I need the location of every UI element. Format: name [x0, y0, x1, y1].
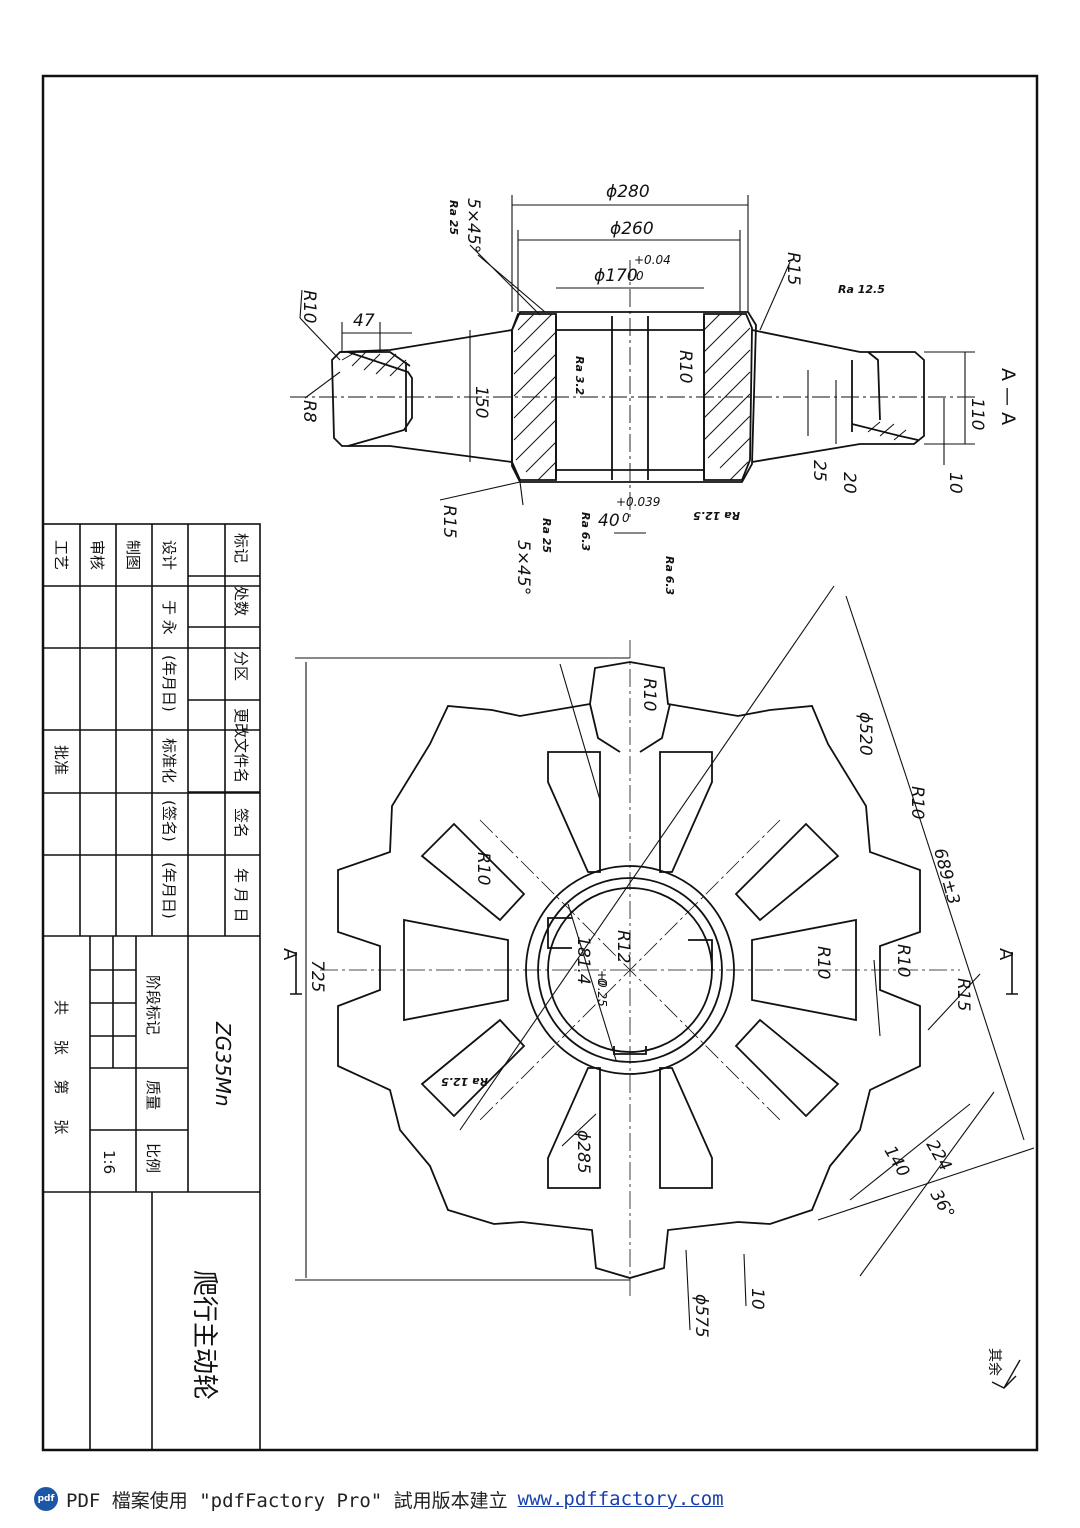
- dim-r10-out: R10: [893, 944, 913, 977]
- standardize-label: 标准化: [160, 738, 178, 783]
- design-label: 设计: [160, 540, 178, 570]
- dim-a36: 36°: [926, 1187, 958, 1223]
- dim-h150: 150: [471, 386, 491, 418]
- dim-ra63a: Ra 6.3: [579, 512, 592, 552]
- sign-date: (年月日): [160, 862, 178, 919]
- dim-d170-tol-up: +0.04: [634, 253, 671, 267]
- dim-ra63b: Ra 6.3: [663, 556, 676, 596]
- hdr-col-5: 年 月 日: [232, 868, 250, 923]
- surface-note: 其余: [986, 1348, 1003, 1376]
- hdr-col-0: 标记: [232, 533, 250, 563]
- material: ZG35Mn: [211, 1021, 235, 1107]
- dim-w224: 224: [922, 1137, 956, 1175]
- frame-border: [41, 74, 1039, 1452]
- dim-k181: 181.4: [573, 936, 593, 985]
- roughness-symbol-icon: [991, 1359, 1021, 1389]
- dim-ra125-bot: Ra 12.5: [693, 509, 740, 522]
- dim-h20: 20: [839, 472, 859, 494]
- section-dim-lines: [299, 195, 975, 534]
- dim-r10-pock: R10: [813, 946, 833, 979]
- dim-w40: 40: [598, 511, 620, 531]
- stage-mark-label: 阶段标记: [144, 975, 162, 1035]
- section-marker-left: A: [279, 948, 300, 961]
- dim-chamfer-top: 5×45°: [463, 198, 483, 253]
- dim-d575: ϕ575: [691, 1294, 711, 1338]
- designer-name: 于 永: [160, 600, 178, 635]
- dim-k181-tol-up: +0.25: [595, 970, 609, 1007]
- dim-d285: ϕ285: [573, 1130, 593, 1174]
- approve-label: 批准: [52, 745, 70, 775]
- hdr-col-3: 更改文件名: [232, 708, 250, 783]
- dim-h725: 725: [307, 960, 327, 992]
- dim-r10-rim: R10: [907, 786, 927, 819]
- dim-d689: 689±3: [929, 846, 963, 907]
- dim-h110: 110: [967, 398, 987, 430]
- dim-h10: 10: [945, 472, 965, 494]
- part-name: 爬行主动轮: [189, 1270, 219, 1400]
- dim-w40-tol-up: +0.039: [616, 495, 660, 509]
- front-dim-lines: [295, 585, 1035, 1331]
- dim-r12: R12: [613, 930, 633, 963]
- mass-label: 质量: [144, 1080, 162, 1110]
- dim-d520: ϕ520: [855, 712, 875, 756]
- dim-chamfer-bot: 5×45°: [513, 540, 533, 595]
- dim-k181-tol-low: 0: [595, 978, 609, 986]
- sign-label: (签名): [160, 800, 178, 842]
- title-block: [42, 523, 261, 1451]
- pdf-footer: pdf PDF 檔案使用 "pdfFactory Pro" 試用版本建立 www…: [34, 1484, 724, 1514]
- dim-ra25-top: Ra 25: [447, 200, 460, 235]
- role-process: 工艺: [52, 540, 70, 570]
- sheet-count: 共 张 第 张: [52, 1000, 70, 1144]
- dim-w47: 47: [353, 311, 375, 331]
- hdr-col-1: 处数: [232, 586, 250, 616]
- role-drawing: 制图: [124, 540, 142, 570]
- footer-link[interactable]: www.pdffactory.com: [517, 1488, 724, 1510]
- dim-ra125-top: Ra 12.5: [838, 283, 885, 296]
- dim-r10-mid: R10: [675, 350, 695, 383]
- section-label: A — A: [997, 368, 1019, 425]
- dim-r15-top: R15: [783, 252, 803, 285]
- dim-r15-bot: R15: [439, 505, 459, 538]
- hdr-col-4: 签名: [232, 808, 250, 838]
- section-hatch: [341, 313, 907, 481]
- dim-r10-left: R10: [299, 290, 319, 323]
- dim-h25: 25: [809, 460, 829, 482]
- front-centerlines: [320, 640, 960, 1300]
- dim-r15-out: R15: [953, 978, 973, 1011]
- role-review: 审核: [88, 540, 106, 570]
- dim-ra32: Ra 3.2: [573, 356, 586, 396]
- dim-d280: ϕ280: [606, 182, 650, 202]
- dim-d170: ϕ170: [594, 266, 638, 286]
- dim-d170-tol-low: 0: [636, 269, 644, 283]
- dim-ra125-hub: Ra 12.5: [441, 1075, 488, 1088]
- dim-w10: 10: [747, 1288, 767, 1310]
- scale-value: 1:6: [100, 1150, 118, 1174]
- hdr-col-2: 分区: [232, 651, 250, 681]
- dim-d260: ϕ260: [610, 219, 654, 239]
- pdf-logo-icon: pdf: [34, 1487, 58, 1511]
- dim-ra25-bot: Ra 25: [540, 518, 553, 553]
- dim-w140: 140: [880, 1143, 914, 1181]
- footer-text: PDF 檔案使用 "pdfFactory Pro" 試用版本建立: [66, 1489, 508, 1512]
- section-view: [290, 260, 975, 520]
- scale-label: 比例: [144, 1143, 162, 1173]
- dim-r10-top: R10: [639, 678, 659, 711]
- dim-w40-tol-low: 0: [622, 511, 630, 525]
- section-markers: [290, 952, 1018, 995]
- dim-r10-web: R10: [473, 852, 493, 885]
- section-marker-right: A: [995, 948, 1016, 961]
- design-date: (年月日): [160, 655, 178, 712]
- dim-r8: R8: [299, 400, 319, 423]
